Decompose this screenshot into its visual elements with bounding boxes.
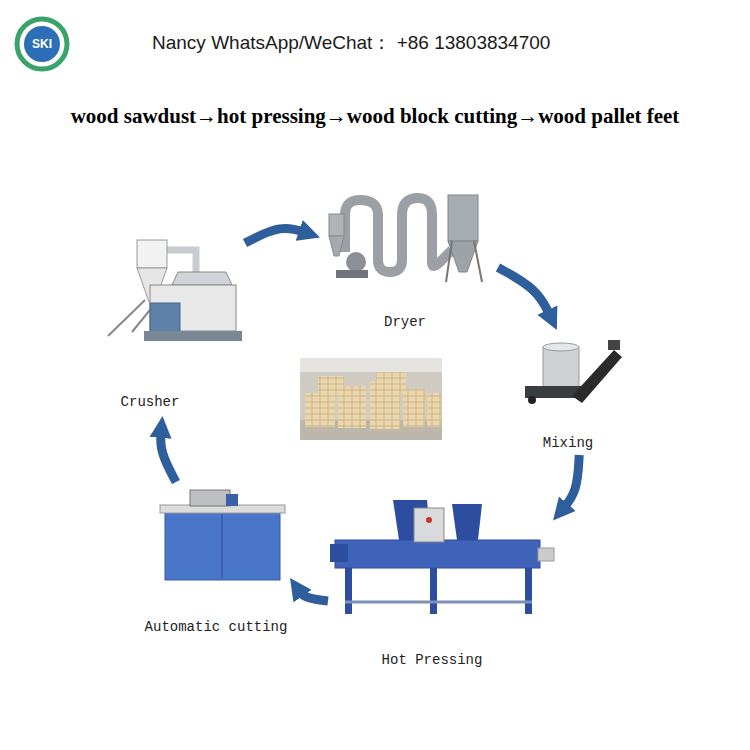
cylinder [330,544,348,562]
support-leg [108,300,145,336]
leg [525,566,532,614]
step-caption: Automatic cutting [145,619,288,635]
conveyor-motor [608,340,620,350]
mixer-machine [525,340,622,404]
cyclone-body [137,240,167,268]
photo-ground [300,358,442,440]
control-box [414,508,444,542]
step-caption: Dryer [384,314,426,330]
block-stack [427,393,441,427]
mixer-tank [543,347,579,387]
saw-motor [226,494,238,506]
process-step: Mixing [512,330,624,455]
fan [346,252,366,272]
dryer-pipe [345,198,452,272]
logo-ring [17,19,67,69]
tank-top [543,343,579,351]
flow-arrow [297,589,328,601]
block-stack [370,381,400,429]
base [144,331,242,341]
hot-press-machine [330,500,554,614]
small-cyclone-cone [329,236,344,256]
leg [345,566,352,614]
saw-unit [190,490,230,506]
logo-disc [24,26,60,62]
hopper [452,504,482,540]
cutting-machine [160,490,285,580]
logo-text: SKI [32,37,52,51]
crusher-machine [108,240,242,341]
process-step: Automatic cutting [138,482,290,642]
big-cyclone-cone [448,241,478,272]
motor [150,303,180,333]
flow-arrow [498,268,551,319]
small-cyclone [329,214,344,236]
support-leg [474,241,482,282]
leg [430,566,437,614]
ceiling [300,358,442,372]
hopper [172,272,232,285]
flow-arrow [161,429,176,482]
fan-base [336,270,368,278]
block-stack [403,389,425,427]
warehouse-photo [300,358,442,440]
button [426,517,432,523]
crossbar [345,601,532,604]
step-caption: Hot Pressing [382,652,483,668]
process-step: Dryer [320,185,498,335]
contact-line: Nancy WhatsApp/WeChat： +86 13803834700 [152,30,550,56]
process-step: Crusher [95,228,245,416]
door-line [221,514,223,578]
wheel [528,396,536,404]
big-cyclone [448,195,478,241]
flow-arrow [245,228,308,243]
dryer-machine [329,195,482,282]
press-beam [335,540,540,568]
support-leg [446,241,452,282]
cabinet [165,512,280,580]
flow-arrow [562,455,580,510]
diagram-title: wood sawdust→hot pressing→wood block cut… [71,104,680,129]
outlet [538,548,554,561]
screw-conveyor [572,350,622,403]
block-stack [338,386,366,428]
block-stack [305,393,335,427]
step-caption: Crusher [121,394,180,410]
process-step: Hot Pressing [328,482,553,674]
step-caption: Mixing [543,435,593,451]
